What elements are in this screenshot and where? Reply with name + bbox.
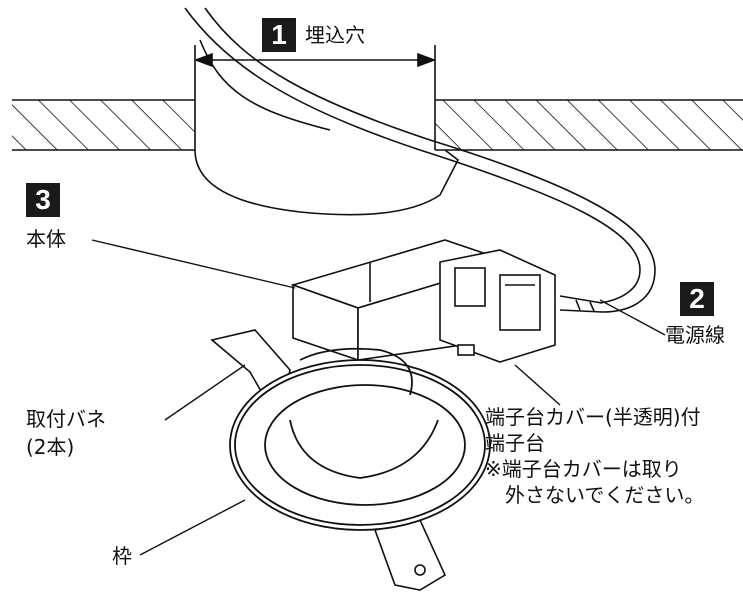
frame-label: 枠 <box>112 544 132 568</box>
power-cable <box>184 7 656 313</box>
callout-badge-3: 3 <box>26 183 60 217</box>
fixture-body <box>290 239 556 363</box>
note-line-2: 外さないでください。 <box>505 483 705 507</box>
ceiling-section <box>12 99 743 151</box>
body-label: 本体 <box>26 227 66 251</box>
spring-count-label: (2本) <box>26 435 75 459</box>
terminal-block-label: 端子台 <box>485 431 545 455</box>
trim-frame <box>229 347 491 531</box>
spring-label: 取付バネ <box>26 407 106 431</box>
callout-badge-1: 1 <box>262 18 296 52</box>
embed-hole-label: 埋込穴 <box>305 23 365 47</box>
leader-lines <box>91 239 666 556</box>
note-line-1: ※端子台カバーは取り <box>485 457 682 481</box>
terminal-cover-label: 端子台カバー(半透明)付 <box>485 405 701 429</box>
hole-outline <box>194 100 460 216</box>
power-cable-label: 電源線 <box>665 323 725 347</box>
hole-dimension <box>193 45 437 100</box>
callout-badge-2: 2 <box>680 282 714 316</box>
